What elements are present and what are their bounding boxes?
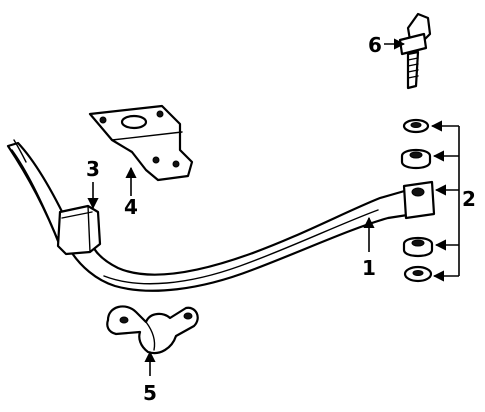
bar-bushing (56, 204, 102, 256)
bushing-clamp (106, 305, 199, 355)
callout-3: 3 (86, 157, 100, 181)
callout-6: 6 (368, 33, 382, 57)
callout-4: 4 (124, 195, 138, 219)
link-washers (400, 118, 436, 283)
callout-5: 5 (143, 381, 157, 405)
leader-lines (87, 38, 460, 376)
callout-1: 1 (362, 256, 376, 280)
link-bolt (398, 12, 432, 90)
mounting-bracket (88, 104, 194, 182)
callout-2: 2 (462, 187, 476, 211)
